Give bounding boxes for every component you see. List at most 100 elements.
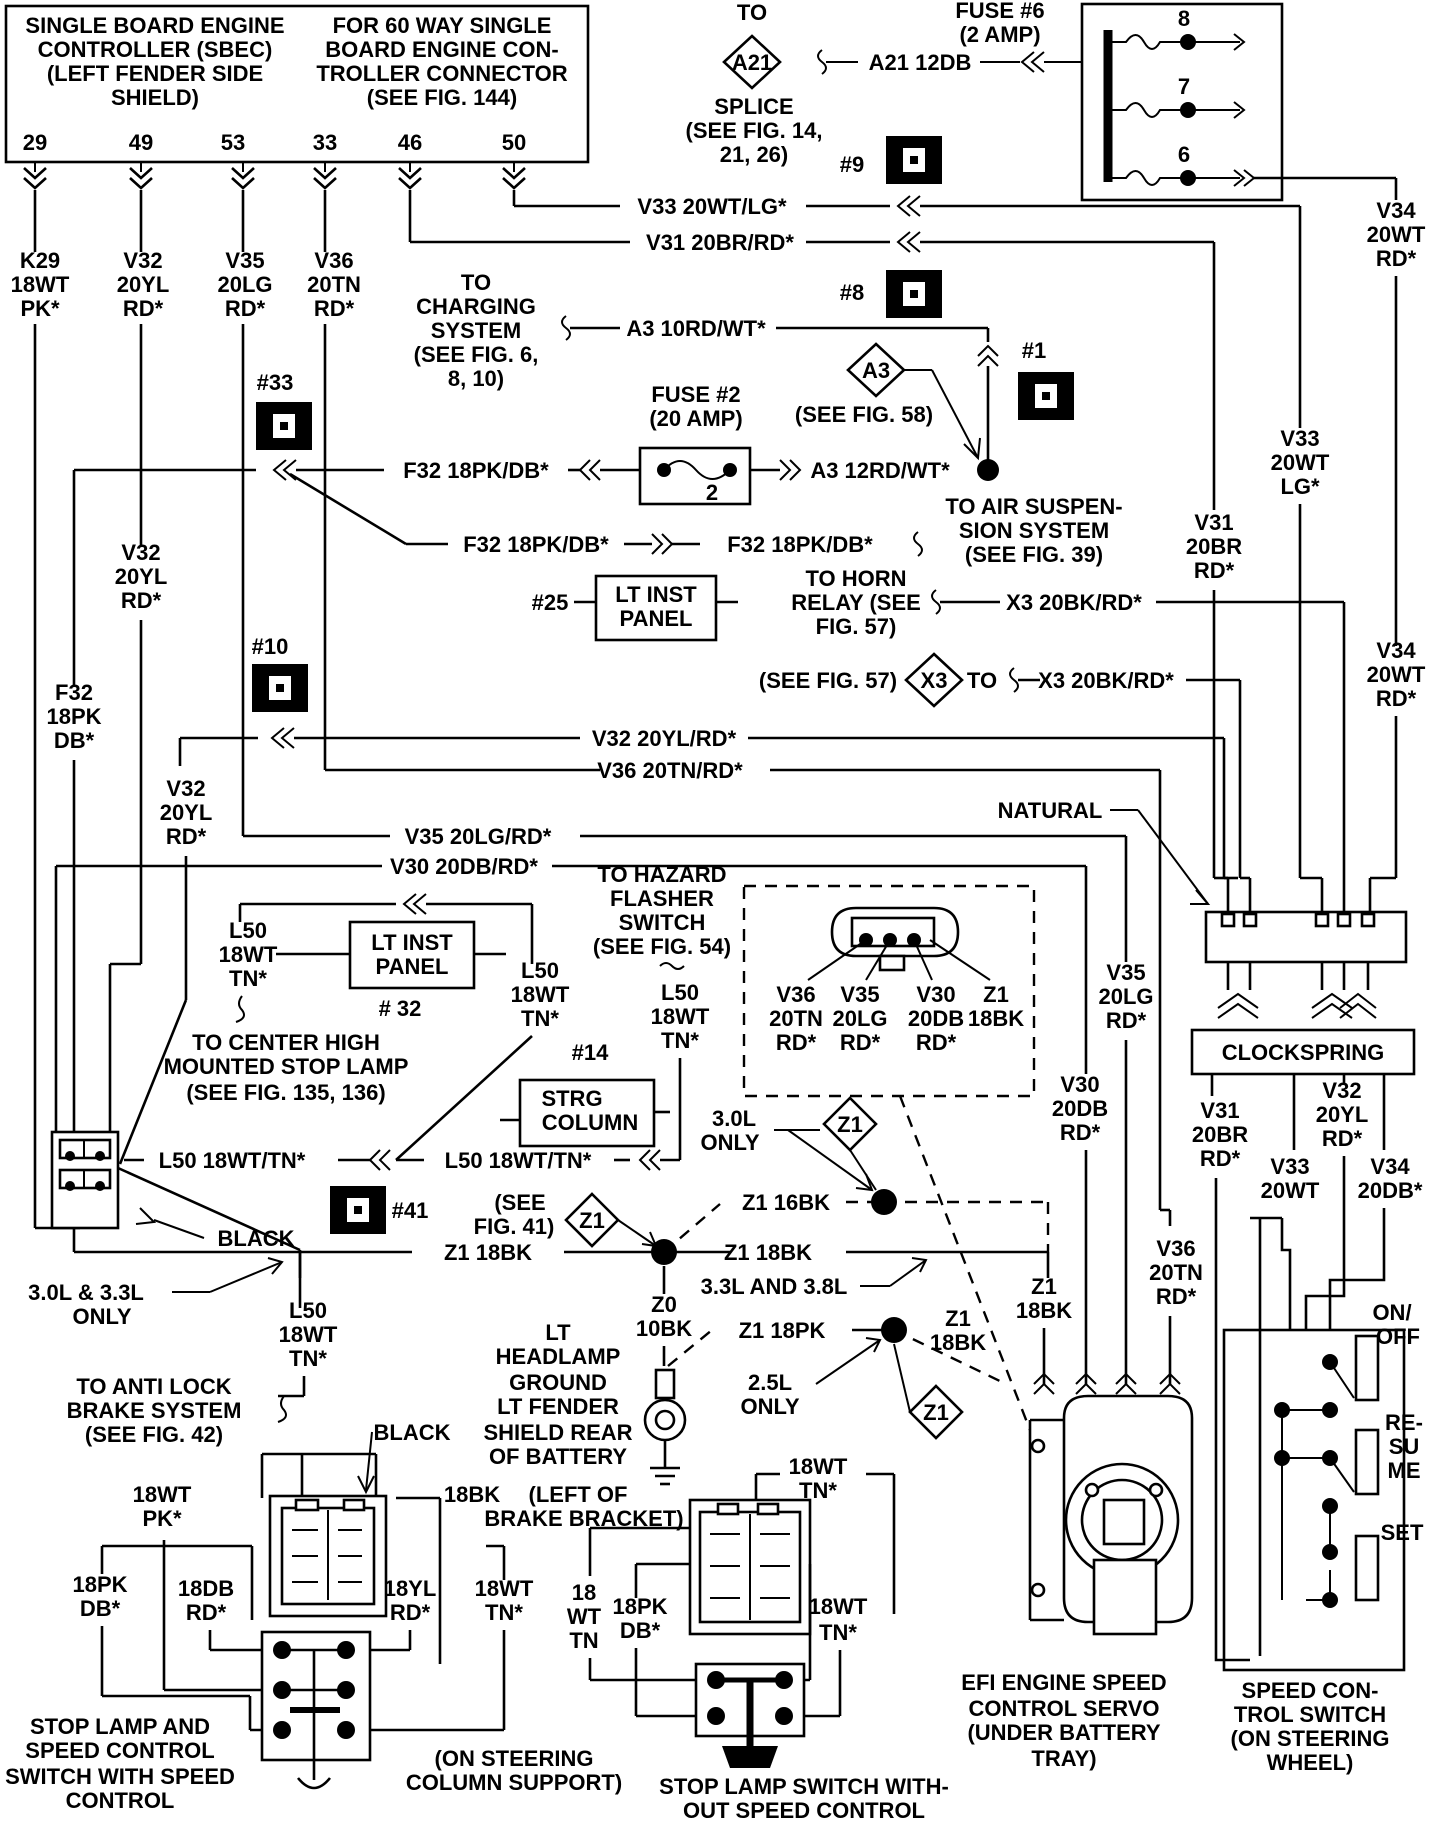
k29-label-1: K29 [20,248,60,273]
servo-title-4: TRAY) [1031,1746,1096,1771]
a21-splice: TO A21 SPLICE (SEE FIG. 14, 21, 26) A21 … [686,0,1108,167]
stop-right-title-1: STOP LAMP SWITCH WITH- [659,1774,949,1799]
stop-left-ylrd-2: RD* [390,1600,431,1625]
inset-v35-1: V35 [840,982,879,1007]
f32-left-3: DB* [54,728,95,753]
ground-32-label: # 32 [379,996,422,1021]
v34-top-2: 20WT [1367,222,1426,247]
fuse-6: FUSE #6 (2 AMP) 8 7 6 [955,0,1284,202]
inset-v36-3: RD* [776,1030,817,1055]
inset-v30-1: V30 [916,982,955,1007]
v34-mid-3: RD* [1376,686,1417,711]
v31-wire: V31 20BR/RD* V31 20BR RD* [408,190,1242,918]
v34-wire: V34 20WT RD* V34 20WT RD* [1254,176,1426,918]
pin-29: 29 [23,130,47,155]
charging-5: 8, 10) [448,366,504,391]
fuse6-term-6: 6 [1178,142,1190,167]
charging-1: TO [461,270,491,295]
speed-sw-onoff-2: OFF [1376,1324,1420,1349]
sbec-connector-1: FOR 60 WAY SINGLE [333,13,552,38]
sbec-title-4: SHIELD) [111,85,199,110]
see41-1: (SEE [494,1190,545,1215]
headlamp-4: LT FENDER [497,1394,619,1419]
charging-2: CHARGING [416,294,536,319]
z1-18pk-label: Z1 18PK [739,1318,826,1343]
engine-25-1: 2.5L [748,1370,792,1395]
lt-inst-panel-25: #25 LT INST PANEL [532,574,738,642]
f32-left-1: F32 [55,680,93,705]
stop-right-wttn-left-3: TN [569,1628,598,1653]
ground-8 [886,270,942,318]
k29-label-2: 18WT [11,272,70,297]
horn-3: FIG. 57) [816,614,897,639]
stop-right-pkdb-2: DB* [620,1618,661,1643]
engine-3338: 3.3L AND 3.8L [701,1274,848,1299]
a3-see: (SEE FIG. 58) [795,402,933,427]
f32-c-label: F32 18PK/DB* [727,532,873,557]
v30-servo-1: V30 [1060,1072,1099,1097]
pin-50: 50 [502,130,526,155]
left-harness-connector: BLACK [50,1130,302,1258]
l50-mid-2: 18WT [651,1004,710,1029]
ground-41-label: #41 [392,1198,429,1223]
speed-sw-title-1: SPEED CON- [1242,1678,1379,1703]
charging-branch: TO CHARGING SYSTEM (SEE FIG. 6, 8, 10) A… [414,270,999,481]
a21-to: TO [737,0,767,25]
cs-v32-1: V32 [1322,1078,1361,1103]
fuse2-number: 2 [706,480,718,505]
headlamp-1: LT [545,1320,571,1345]
a21-see-1: (SEE FIG. 14, [686,118,823,143]
v36-label-3: RD* [314,296,355,321]
z0-1: Z0 [651,1292,677,1317]
inset-z1-1: Z1 [983,982,1009,1007]
z1-symbol-mid: Z1 [579,1208,605,1233]
headlamp-3: GROUND [509,1370,607,1395]
x3-see: (SEE FIG. 57) [759,668,897,693]
v35-wire: V35 20LG/RD* V35 20LG RD* [241,190,1154,1384]
sbec-connector-3: TROLLER CONNECTOR [316,61,567,86]
v35-mid-label: V35 20LG/RD* [405,824,552,849]
z1-18bk-r-1: Z1 [1031,1274,1057,1299]
natural-connector: NATURAL [998,798,1408,1019]
chmsl-3: (SEE FIG. 135, 136) [186,1080,385,1105]
v35-servo-3: RD* [1106,1008,1147,1033]
ground-10-label: #10 [252,634,289,659]
v36-label-2: 20TN [307,272,361,297]
l50-mid-1: L50 [661,980,699,1005]
stop-right-title-2: OUT SPEED CONTROL [683,1798,925,1823]
cs-v34-1: V34 [1370,1154,1410,1179]
stop-left-wtpk-2: PK* [142,1506,182,1531]
inset-v35-2: 20LG [832,1006,887,1031]
z1-symbol-bottom: Z1 [923,1400,949,1425]
f32-wire: F32 18PK/DB* F32 18PK/DB* F32 18PK/DB* T… [46,458,1123,1142]
lt-inst-25-1: LT INST [615,582,697,607]
v30-servo-3: RD* [1060,1120,1101,1145]
l50-left-3: TN* [229,966,267,991]
inset-v36-1: V36 [776,982,815,1007]
v31-right-3: RD* [1194,558,1235,583]
x3-b-label: X3 20BK/RD* [1038,668,1174,693]
see41-2: FIG. 41) [474,1214,555,1239]
ground-1 [1018,372,1074,420]
clockspring-label: CLOCKSPRING [1222,1040,1385,1065]
l50-right-1: L50 [521,958,559,983]
hazard-2: FLASHER [610,886,714,911]
v35-label-2: 20LG [217,272,272,297]
clockspring: CLOCKSPRING V31 20BR RD* V33 20WT V32 20… [1190,1028,1423,1240]
v36-mid-label: V36 20TN/RD* [597,758,743,783]
charging-3: SYSTEM [431,318,521,343]
a21-wire-label: A21 12DB [869,50,972,75]
v36-servo-1: V36 [1156,1236,1195,1261]
servo-connector-inset: V36 20TN RD* V35 20LG RD* V30 20DB RD* Z… [742,884,1036,1431]
v34-top-3: RD* [1376,246,1417,271]
hazard-1: TO HAZARD [597,862,726,887]
stop-lamp-switch-without-speed: 18WT TN* 18 WT TN 18PK DB* 18WT TN* [567,1454,949,1823]
ground-33-label: #33 [257,370,294,395]
sbec-box: SINGLE BOARD ENGINE CONTROLLER (SBEC) (L… [4,4,590,164]
v32-a-2: 20YL [115,564,168,589]
air-susp-2: SION SYSTEM [959,518,1109,543]
inset-v35-3: RD* [840,1030,881,1055]
ground-10 [252,664,308,712]
ground-8-label: #8 [840,280,864,305]
ground-41 [330,1186,386,1234]
